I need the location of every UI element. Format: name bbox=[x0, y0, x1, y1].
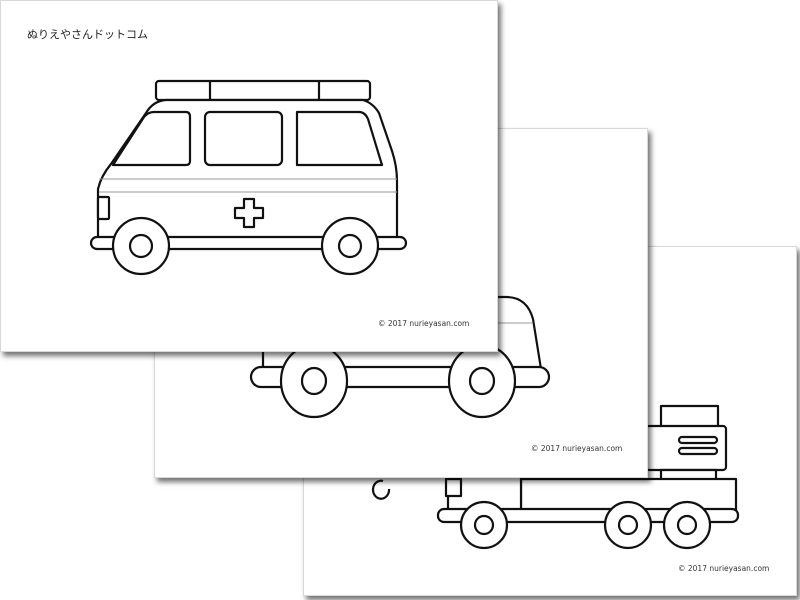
copyright-text: © 2017 nurieyasan.com bbox=[531, 444, 623, 453]
coloring-page-ambulance: ぬりえやさんドットコム © 2017 nurieyasan.com bbox=[0, 0, 498, 352]
copyright-text: © 2017 nurieyasan.com bbox=[678, 564, 770, 573]
crane-truck-drawing bbox=[371, 404, 740, 550]
copyright-text: © 2017 nurieyasan.com bbox=[378, 319, 470, 328]
site-brand-title: ぬりえやさんドットコム bbox=[27, 28, 148, 41]
ambulance-drawing bbox=[89, 79, 408, 276]
